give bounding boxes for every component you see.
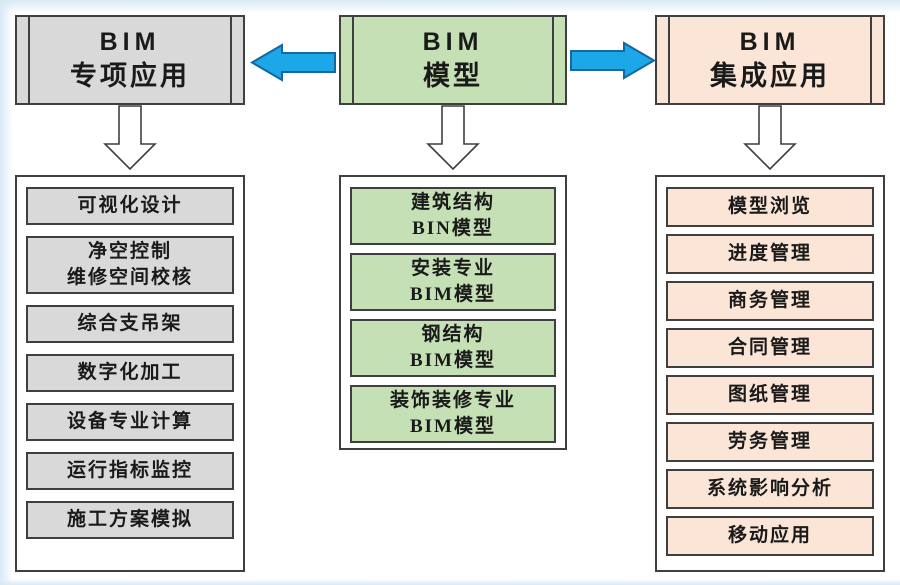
node-installation-model: 安装专业 BIM模型 bbox=[350, 253, 556, 311]
node-model-browsing: 模型浏览 bbox=[666, 187, 874, 227]
header-bim-special-applications: BIM 专项应用 bbox=[15, 15, 245, 105]
node-labor-management: 劳务管理 bbox=[666, 422, 874, 462]
header-title-latin: BIM bbox=[99, 28, 161, 57]
node-structure-model: 建筑结构 BIN模型 bbox=[350, 187, 556, 245]
header-title-latin: BIM bbox=[422, 28, 484, 57]
panel-bim-integrated-applications: 模型浏览 进度管理 商务管理 合同管理 图纸管理 劳务管理 系统影响分析 移动应… bbox=[655, 175, 885, 572]
edge-tint-top bbox=[0, 0, 900, 13]
node-contract-management: 合同管理 bbox=[666, 328, 874, 368]
node-decoration-model: 装饰装修专业 BIM模型 bbox=[350, 385, 556, 443]
node-clearance-control: 净空控制 维修空间校核 bbox=[26, 236, 234, 294]
node-digital-fabrication: 数字化加工 bbox=[26, 354, 234, 392]
node-construction-simulation: 施工方案模拟 bbox=[26, 501, 234, 539]
header-title-cjk: 集成应用 bbox=[710, 60, 830, 91]
left-block-arrow-icon bbox=[250, 43, 336, 82]
panel-bim-models: 建筑结构 BIN模型 安装专业 BIM模型 钢结构 BIM模型 装饰装修专业 B… bbox=[339, 175, 567, 450]
header-bim-integrated-applications: BIM 集成应用 bbox=[655, 15, 885, 105]
edge-tint-left bbox=[0, 0, 13, 585]
header-title-cjk: 专项应用 bbox=[70, 60, 190, 91]
node-operation-monitoring: 运行指标监控 bbox=[26, 452, 234, 490]
header-title-latin: BIM bbox=[739, 28, 801, 57]
panel-bim-special-applications: 可视化设计 净空控制 维修空间校核 综合支吊架 数字化加工 设备专业计算 运行指… bbox=[15, 175, 245, 572]
header-bim-model: BIM 模型 bbox=[339, 15, 567, 105]
down-arrow-icon bbox=[426, 105, 480, 171]
down-arrow-icon bbox=[103, 105, 157, 171]
node-system-impact-analysis: 系统影响分析 bbox=[666, 469, 874, 509]
node-drawing-management: 图纸管理 bbox=[666, 375, 874, 415]
node-equipment-calculation: 设备专业计算 bbox=[26, 403, 234, 441]
header-title-cjk: 模型 bbox=[423, 60, 483, 91]
down-arrow-icon bbox=[743, 105, 797, 171]
edge-tint-bottom bbox=[0, 579, 900, 585]
node-mobile-application: 移动应用 bbox=[666, 516, 874, 556]
node-steel-structure-model: 钢结构 BIM模型 bbox=[350, 319, 556, 377]
node-visualization-design: 可视化设计 bbox=[26, 187, 234, 225]
right-block-arrow-icon bbox=[570, 41, 656, 80]
node-commerce-management: 商务管理 bbox=[666, 281, 874, 321]
node-schedule-management: 进度管理 bbox=[666, 234, 874, 274]
node-integrated-hangers: 综合支吊架 bbox=[26, 305, 234, 343]
